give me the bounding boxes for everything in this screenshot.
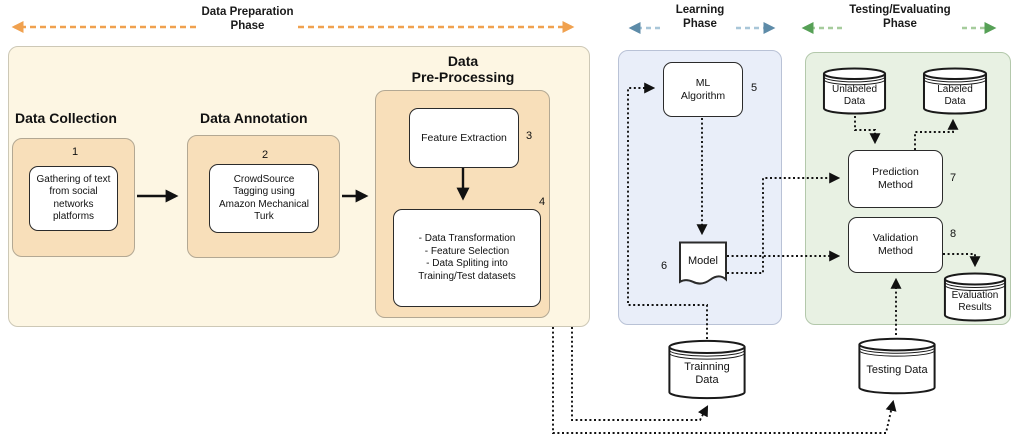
ml-algorithm-node: ML Algorithm — [663, 62, 743, 117]
step-number-8: 8 — [950, 228, 957, 240]
step-number-7: 7 — [950, 172, 957, 184]
step-number-1: 1 — [72, 146, 79, 158]
gathering-text-node: Gathering of text from social networks p… — [29, 166, 118, 231]
data-preprocessing-title: Data Pre-Processing — [411, 53, 515, 85]
step-number-2: 2 — [262, 149, 269, 161]
data-transformation-node: - Data Transformation - Feature Selectio… — [393, 209, 541, 307]
labeled-data-label: Labeled Data — [937, 83, 973, 107]
training-data-label: Trainning Data — [684, 360, 730, 387]
testing-data-label: Testing Data — [866, 363, 928, 376]
database-icon — [822, 67, 887, 115]
data-annotation-group: 2 CrowdSource Tagging using Amazon Mecha… — [187, 135, 340, 258]
testing-data-cylinder: Testing Data — [857, 337, 937, 395]
evaluation-results-cylinder: Evaluation Results — [943, 272, 1007, 322]
data-annotation-title: Data Annotation — [200, 110, 308, 126]
data-collection-group: 1 Gathering of text from social networks… — [12, 138, 135, 257]
data-collection-title: Data Collection — [15, 110, 117, 126]
prediction-method-node: Prediction Method — [848, 150, 943, 208]
unlabeled-data-cylinder: Unlabeled Data — [822, 67, 887, 115]
unlabeled-data-label: Unlabeled Data — [831, 83, 878, 107]
training-data-cylinder: Trainning Data — [667, 339, 747, 400]
labeled-data-cylinder: Labeled Data — [922, 67, 988, 115]
data-preprocessing-group: Feature Extraction 3 4 - Data Transforma… — [375, 90, 550, 318]
step-number-6: 6 — [661, 260, 668, 272]
validation-method-node: Validation Method — [848, 217, 943, 273]
phase-label-testing-evaluating: Testing/Evaluating Phase — [849, 4, 951, 30]
evaluation-results-label: Evaluation Results — [951, 289, 999, 313]
model-label: Model — [688, 255, 718, 267]
phase-label-learning: Learning Phase — [675, 4, 725, 30]
step-number-5: 5 — [751, 82, 758, 94]
feature-extraction-node: Feature Extraction — [409, 108, 519, 168]
step-number-4: 4 — [539, 196, 546, 208]
step-number-3: 3 — [526, 130, 533, 142]
database-icon — [943, 272, 1007, 322]
crowdsource-tagging-node: CrowdSource Tagging using Amazon Mechani… — [209, 164, 319, 233]
model-document-shape: Model — [678, 241, 728, 289]
phase-label-data-preparation: Data Preparation Phase — [201, 6, 294, 32]
database-icon — [922, 67, 988, 115]
